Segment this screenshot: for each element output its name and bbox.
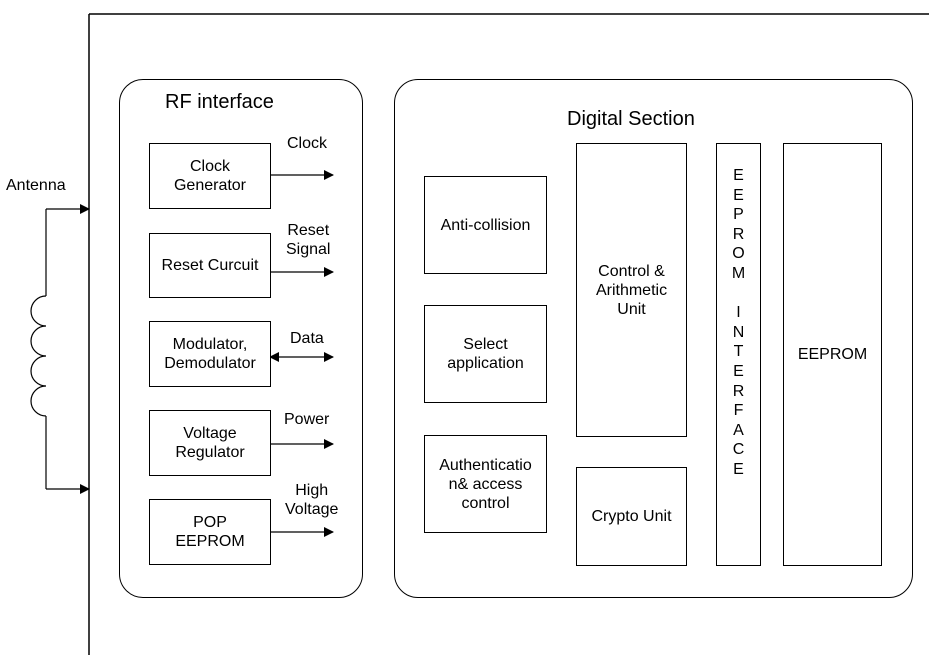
digital-section-group — [394, 79, 913, 598]
eeprom-interface-label: E E P R O M I N T E R F A C E — [731, 167, 746, 478]
anti-collision-block: Anti-collision — [424, 176, 547, 274]
eeprom-interface-block — [716, 143, 761, 566]
clock-output-label: Clock — [287, 135, 328, 152]
pop-eeprom-block: POP EEPROM — [149, 499, 271, 565]
data-output-label: Data — [290, 330, 324, 347]
rf-interface-group — [119, 79, 363, 598]
antenna-coil-icon — [30, 295, 47, 417]
voltage-regulator-block: Voltage Regulator — [149, 410, 271, 476]
clock-generator-block: Clock Generator — [149, 143, 271, 209]
reset-circuit-block: Reset Curcuit — [149, 233, 271, 298]
control-arithmetic-unit-block: Control & Arithmetic Unit — [576, 143, 687, 437]
authentication-access-control-block: Authenticatio n& access control — [424, 435, 547, 533]
rf-interface-title: RF interface — [165, 91, 274, 113]
antenna-label: Antenna — [6, 177, 66, 194]
power-output-label: Power — [284, 411, 330, 428]
reset-signal-output-label: Reset Signal — [286, 222, 331, 258]
eeprom-block: EEPROM — [783, 143, 882, 566]
digital-section-title: Digital Section — [567, 108, 695, 130]
modulator-demodulator-block: Modulator, Demodulator — [149, 321, 271, 387]
high-voltage-output-label: High Voltage — [285, 482, 339, 518]
crypto-unit-block: Crypto Unit — [576, 467, 687, 566]
select-application-block: Select application — [424, 305, 547, 403]
